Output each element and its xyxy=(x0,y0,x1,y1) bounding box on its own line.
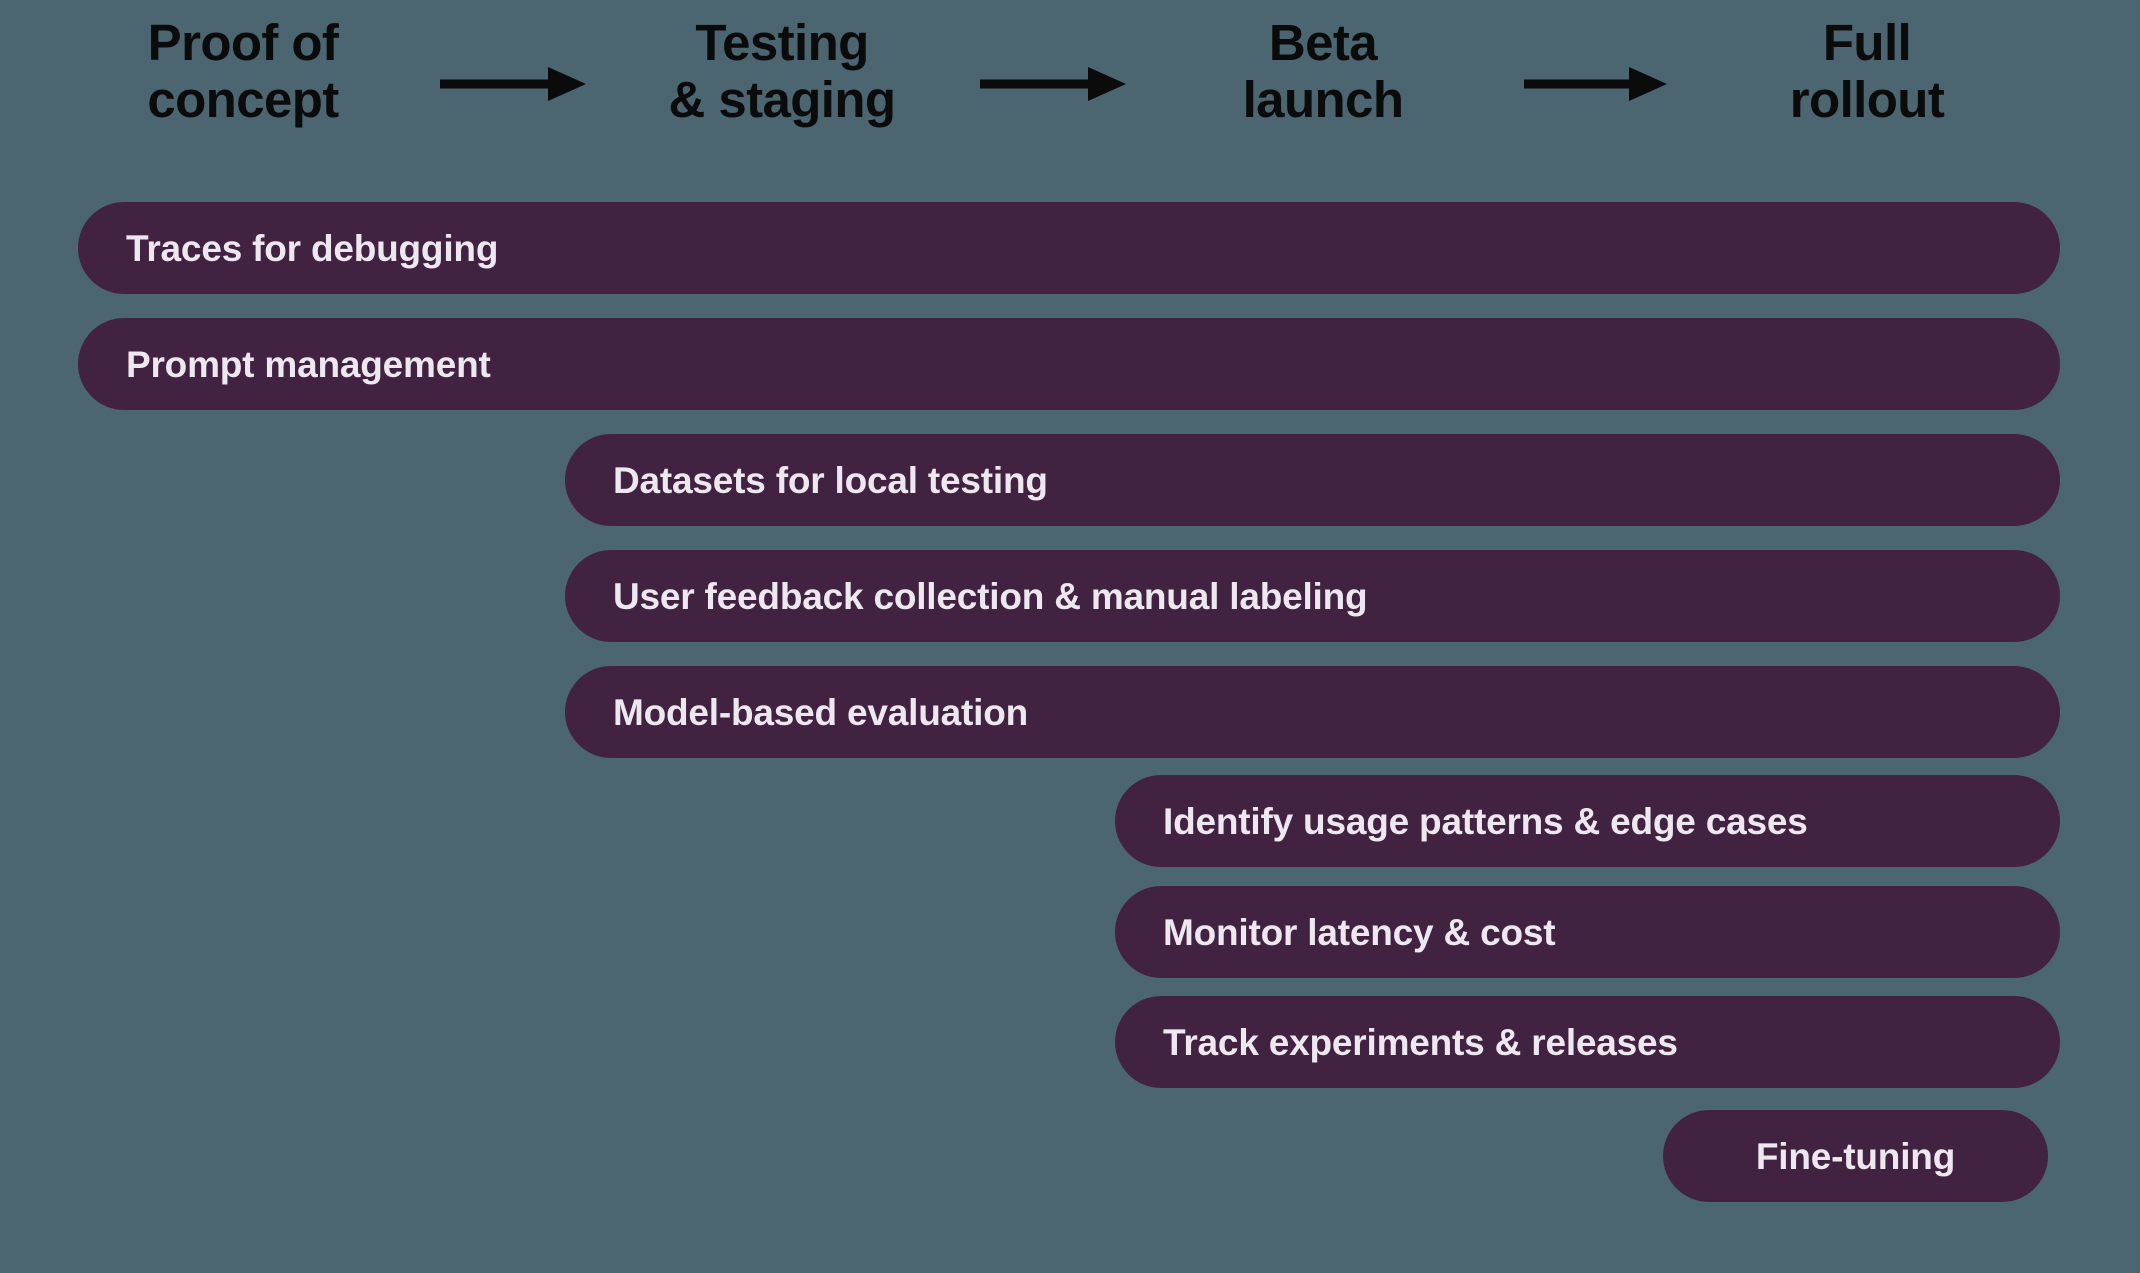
capability-bar[interactable]: Datasets for local testing xyxy=(565,434,2060,526)
capability-bar-label: User feedback collection & manual labeli… xyxy=(613,575,1368,617)
arrow-phase-1-to-2-icon xyxy=(440,67,586,101)
capability-bar[interactable]: Traces for debugging xyxy=(78,202,2060,294)
capability-bar[interactable]: Monitor latency & cost xyxy=(1115,886,2060,978)
phase-label-1: Proof of concept xyxy=(147,14,339,129)
capability-bar-label: Monitor latency & cost xyxy=(1163,911,1556,953)
capability-bar-label: Datasets for local testing xyxy=(613,459,1048,501)
phase-label-3: Beta launch xyxy=(1242,14,1404,129)
capability-bar-label: Fine-tuning xyxy=(1755,1135,1956,1177)
capability-bar[interactable]: Model-based evaluation xyxy=(565,666,2060,758)
capability-bar[interactable]: Identify usage patterns & edge cases xyxy=(1115,775,2060,867)
arrow-phase-3-to-4-icon xyxy=(1524,67,1667,101)
capability-bar-label: Identify usage patterns & edge cases xyxy=(1163,800,1808,842)
capability-bar-label: Prompt management xyxy=(126,343,491,385)
arrow-phase-2-to-3-icon xyxy=(980,67,1126,101)
capability-bar[interactable]: User feedback collection & manual labeli… xyxy=(565,550,2060,642)
capability-bar-label: Traces for debugging xyxy=(126,227,499,269)
capability-bar[interactable]: Fine-tuning xyxy=(1663,1110,2048,1202)
capability-bar-label: Model-based evaluation xyxy=(613,691,1029,733)
capability-bar[interactable]: Prompt management xyxy=(78,318,2060,410)
capability-bar-label: Track experiments & releases xyxy=(1163,1021,1678,1063)
capability-bar[interactable]: Track experiments & releases xyxy=(1115,996,2060,1088)
phase-label-2: Testing & staging xyxy=(668,14,897,129)
phase-label-4: Full rollout xyxy=(1789,14,1945,129)
